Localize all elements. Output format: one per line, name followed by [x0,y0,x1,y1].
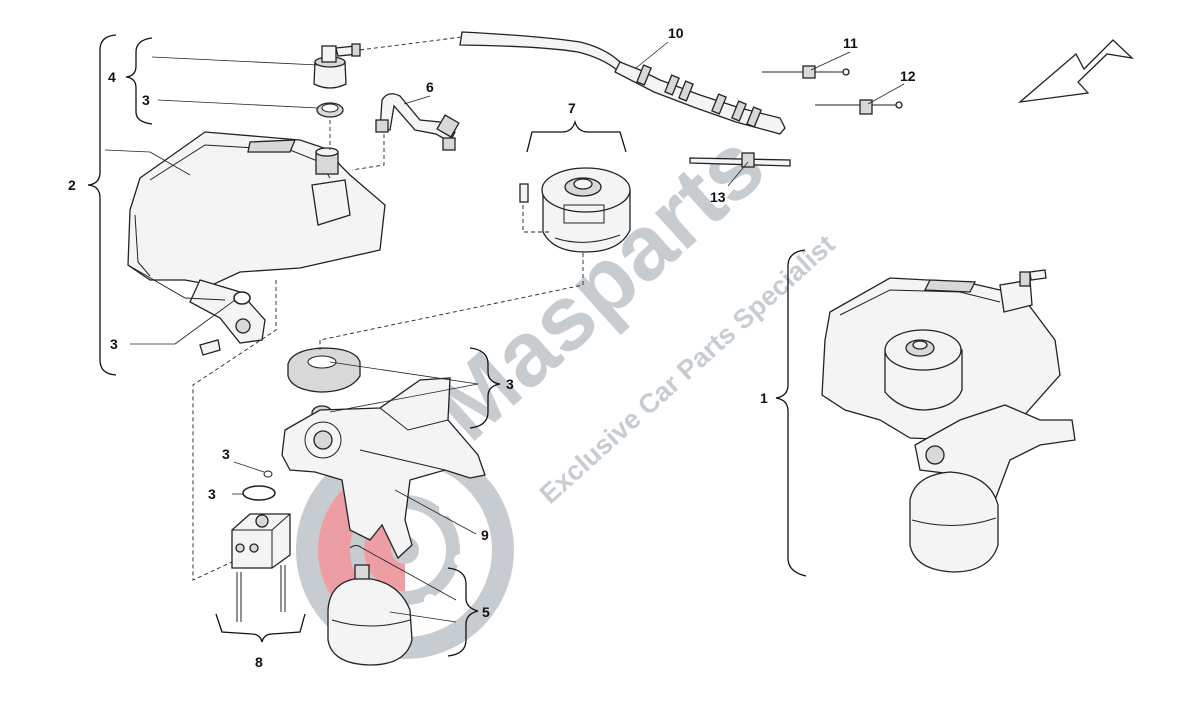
callout-8: 8 [255,654,263,670]
callout-3-seal: 3 [142,92,150,108]
assembly-1 [821,269,1076,573]
filler-cap-4 [313,43,361,89]
valve-block-8 [231,513,291,622]
callout-labels: 1 2 3 3 3 3 3 4 5 6 7 8 9 10 11 12 13 [68,25,916,670]
callout-1: 1 [760,390,768,406]
brace-8 [215,613,306,643]
callout-4: 4 [108,69,116,85]
callout-7: 7 [568,100,576,116]
brace-4 [125,37,153,125]
bracket-9 [281,377,486,560]
spacer-plate-3 [287,347,361,393]
callout-5: 5 [482,604,490,620]
clip-12 [815,99,903,115]
o-ring-3-small [263,470,273,478]
brace-3-plate [469,347,501,429]
brace-2 [87,34,117,376]
callout-2: 2 [68,177,76,193]
callout-10: 10 [668,25,684,41]
callout-12: 12 [900,68,916,84]
callout-3-oring-large: 3 [208,486,216,502]
accumulator-5 [327,545,413,666]
hose-10 [459,31,786,135]
callout-13: 13 [710,189,726,205]
seal-ring-3-top [316,102,344,118]
o-ring-3-large [242,485,276,501]
pipe-6 [375,93,460,151]
callout-11: 11 [843,35,858,51]
motor-7 [519,167,631,253]
callout-3-oring-small: 3 [222,446,230,462]
callout-3-plate: 3 [506,376,514,392]
cable-tie-13 [689,152,791,168]
assembly-guide-lines [192,36,584,581]
direction-arrow [1017,39,1134,103]
watermark-brand: Masparts [415,114,783,460]
brace-1 [775,249,807,577]
callout-6: 6 [426,79,434,95]
brace-7 [526,119,627,153]
brace-5 [447,567,479,657]
reservoir-2 [127,131,386,356]
leader-lines [104,41,905,623]
callout-9: 9 [481,527,489,543]
clip-11 [762,65,850,79]
callout-3-reservoir: 3 [110,336,118,352]
